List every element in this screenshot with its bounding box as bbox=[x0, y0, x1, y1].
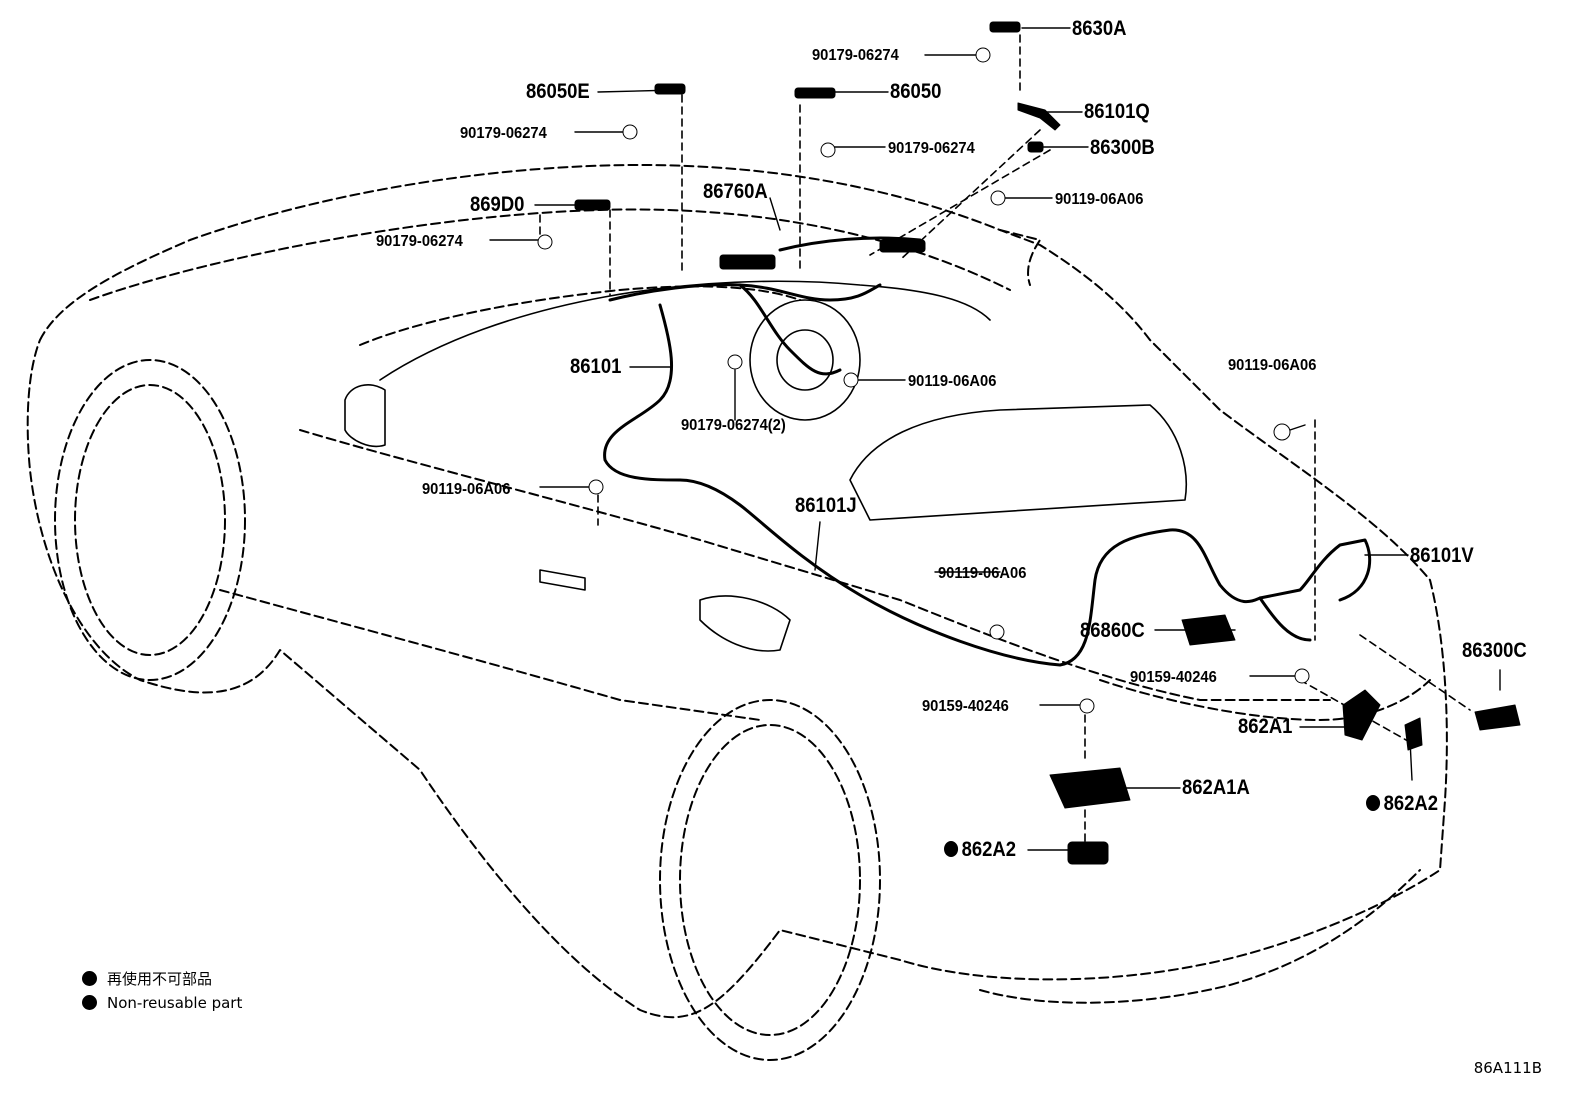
part-label-86860C: 86860C bbox=[1080, 619, 1145, 642]
part-label-86760A: 86760A bbox=[703, 180, 768, 203]
part-label-90179-06274-lower-left: 90179-06274 bbox=[376, 233, 463, 250]
part-label-90119-06A06-top: 90119-06A06 bbox=[1055, 191, 1144, 208]
part-label-90119-06A06-right-top: 90119-06A06 bbox=[1228, 357, 1317, 374]
part-label-86300C: 86300C bbox=[1462, 639, 1527, 662]
part-label-862A2-right: 862A2 bbox=[1366, 793, 1438, 815]
wire-harness bbox=[603, 236, 1372, 667]
part-label-90159-40246-left: 90159-40246 bbox=[922, 698, 1009, 715]
part-label-86101V: 86101V bbox=[1410, 544, 1474, 567]
part-label-90159-40246-right: 90159-40246 bbox=[1130, 669, 1217, 686]
car-body-outline bbox=[26, 164, 1448, 1019]
part-label-90119-06A06-dash: 90119-06A06 bbox=[908, 373, 997, 390]
part-label-862A1: 862A1 bbox=[1238, 715, 1293, 738]
front-wheel bbox=[54, 359, 246, 681]
part-label-862A1A: 862A1A bbox=[1182, 776, 1250, 799]
part-label-90119-06A06-center: 90119-06A06 bbox=[938, 565, 1027, 582]
part-label-86300B: 86300B bbox=[1090, 136, 1155, 159]
figure-code: 86A111B bbox=[1473, 1059, 1542, 1077]
part-label-86101Q: 86101Q bbox=[1084, 100, 1150, 123]
legend-japanese: 再使用不可部品 bbox=[82, 968, 212, 989]
part-label-862A2-left: 862A2 bbox=[944, 839, 1016, 861]
part-label-86101: 86101 bbox=[570, 355, 622, 378]
cabin-outline bbox=[344, 280, 1188, 652]
legend-english: Non-reusable part bbox=[82, 994, 242, 1012]
part-label-86050: 86050 bbox=[890, 80, 942, 103]
part-label-869D0: 869D0 bbox=[470, 193, 525, 216]
non-reusable-dot-icon bbox=[944, 841, 959, 857]
assembly-lines bbox=[539, 34, 1471, 851]
part-label-90119-06A06-left: 90119-06A06 bbox=[422, 481, 511, 498]
legend-dot-icon bbox=[82, 995, 97, 1010]
non-reusable-dot-icon bbox=[1366, 795, 1381, 811]
part-label-90179-06274-left: 90179-06274 bbox=[460, 125, 547, 142]
part-label-90179-06274-2: 90179-06274(2) bbox=[681, 417, 786, 434]
part-label-86050E: 86050E bbox=[526, 80, 590, 103]
fasteners bbox=[537, 21, 1521, 865]
legend-dot-icon bbox=[82, 971, 97, 986]
part-label-90179-06274-center: 90179-06274 bbox=[888, 140, 975, 157]
rear-wheel bbox=[659, 699, 881, 1061]
part-label-86101J: 86101J bbox=[795, 494, 857, 517]
part-label-8630A: 8630A bbox=[1072, 17, 1127, 40]
part-label-90179-06274-top: 90179-06274 bbox=[812, 47, 899, 64]
